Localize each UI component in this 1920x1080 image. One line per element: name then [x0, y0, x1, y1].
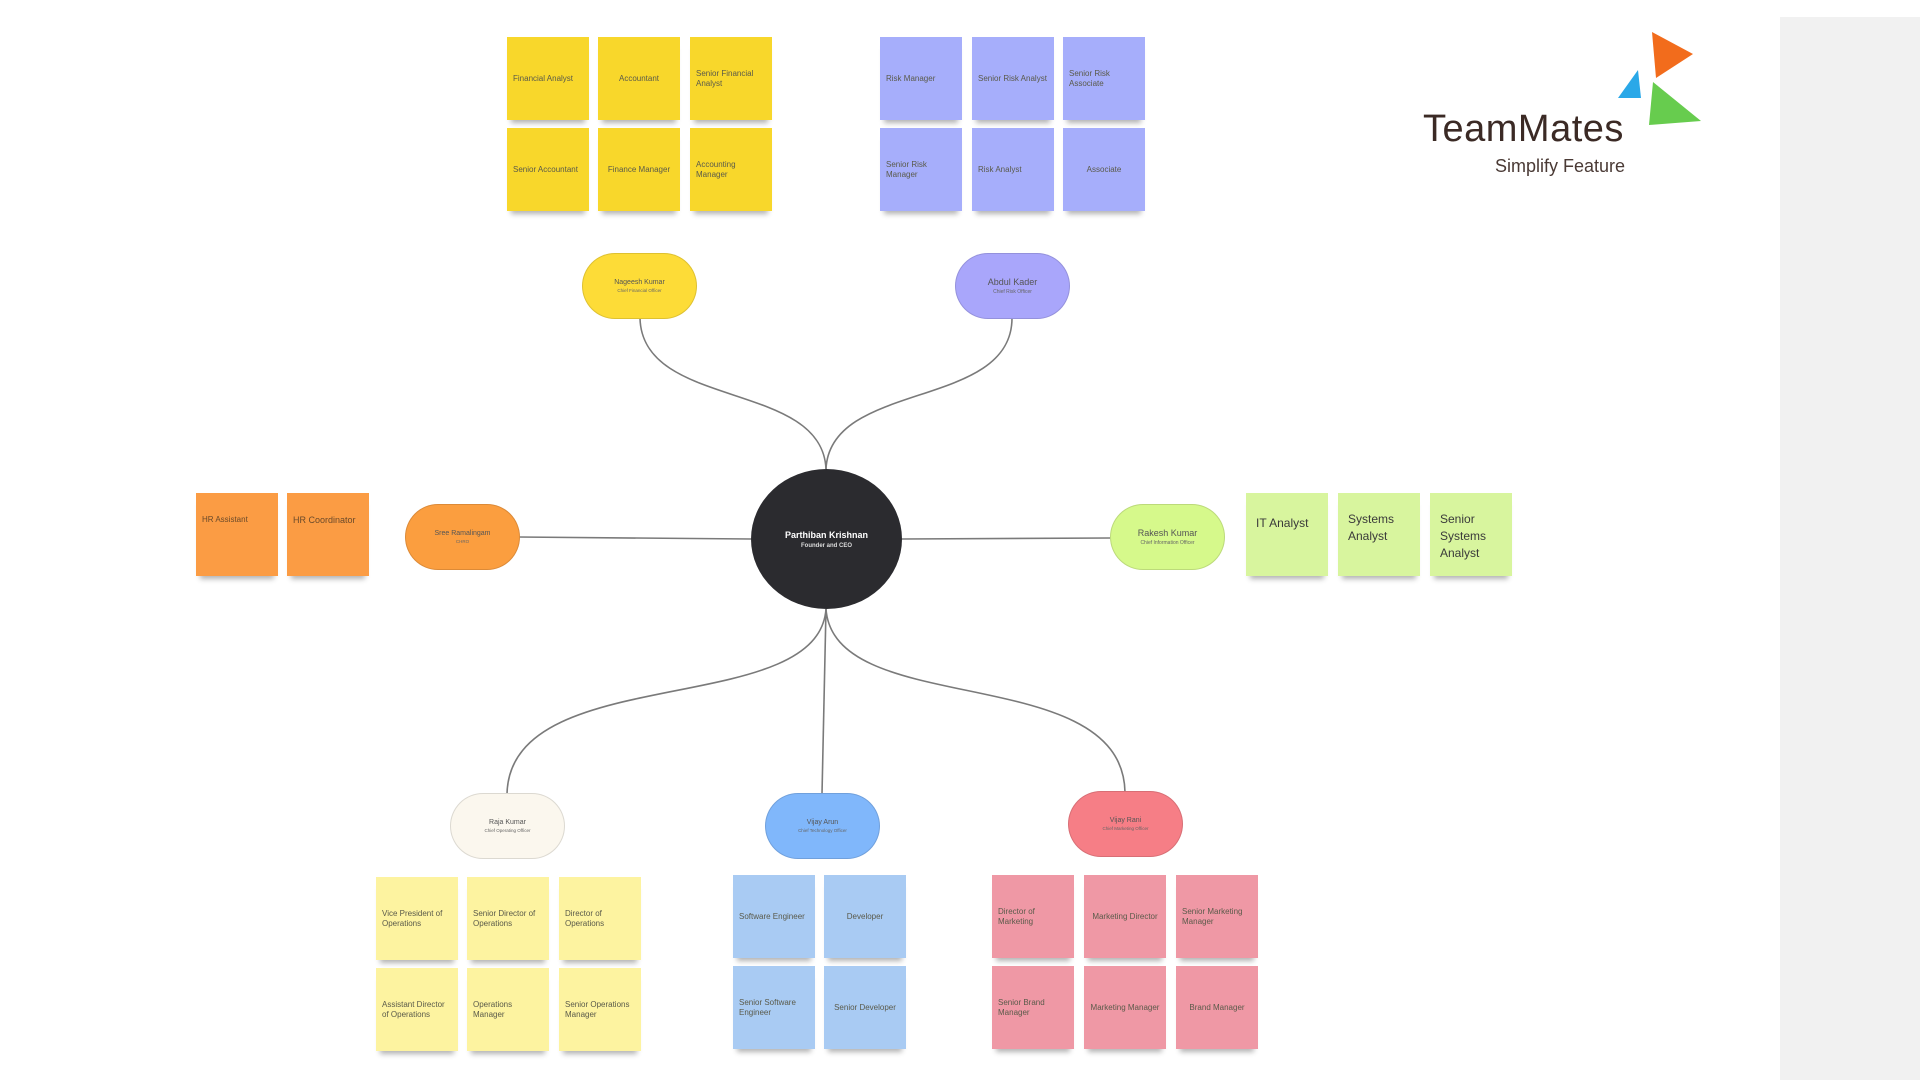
sticky-note[interactable]: Senior Director of Operations [467, 877, 549, 960]
lead-role: Chief Financial Officer [617, 288, 662, 293]
sticky-note[interactable]: Senior Risk Manager [880, 128, 962, 211]
lead-name: Abdul Kader [987, 277, 1038, 288]
sticky-note[interactable]: Director of Marketing [992, 875, 1074, 958]
sticky-note[interactable]: Accountant [598, 37, 680, 120]
connector-technology [821, 608, 827, 795]
lead-node-risk[interactable]: Abdul Kader Chief Risk Officer [955, 253, 1070, 319]
connector-risk [825, 317, 1013, 470]
lead-role: Chief Marketing Officer [1102, 826, 1149, 831]
lead-role: Chief Information Officer [1140, 539, 1195, 546]
logo-subtitle: Simplify Feature [1495, 156, 1626, 176]
lead-node-technology[interactable]: Vijay Arun Chief Technology Officer [765, 793, 880, 859]
lead-name: Rakesh Kumar [1137, 528, 1198, 539]
lead-name: Raja Kumar [489, 818, 526, 826]
sticky-note[interactable]: Senior Accountant [507, 128, 589, 211]
connector-finance [639, 317, 827, 470]
sticky-note[interactable]: Marketing Director [1084, 875, 1166, 958]
connector-operations [506, 608, 827, 795]
sticky-note[interactable]: Software Engineer [733, 875, 815, 958]
sticky-note[interactable]: Senior Marketing Manager [1176, 875, 1258, 958]
sticky-note[interactable]: Associate [1063, 128, 1145, 211]
sticky-note[interactable]: Financial Analyst [507, 37, 589, 120]
lead-name: Vijay Arun [806, 818, 839, 826]
sticky-note[interactable]: Senior Systems Analyst [1430, 493, 1512, 576]
sticky-note[interactable]: Marketing Manager [1084, 966, 1166, 1049]
lead-role: Chief Technology Officer [798, 828, 847, 833]
sticky-note[interactable]: Risk Manager [880, 37, 962, 120]
lead-name: Vijay Rani [1109, 816, 1142, 824]
sticky-note[interactable]: IT Analyst [1246, 493, 1328, 576]
lead-node-marketing[interactable]: Vijay Rani Chief Marketing Officer [1068, 791, 1183, 857]
sticky-note[interactable]: Finance Manager [598, 128, 680, 211]
sticky-note[interactable]: Senior Developer [824, 966, 906, 1049]
ceo-role: Founder and CEO [801, 542, 852, 549]
teammates-logo: TeamMates Simplify Feature [1400, 30, 1710, 190]
sticky-note[interactable]: Director of Operations [559, 877, 641, 960]
sticky-note[interactable]: Operations Manager [467, 968, 549, 1051]
logo-title: TeamMates [1423, 108, 1624, 150]
sticky-note[interactable]: Senior Risk Analyst [972, 37, 1054, 120]
sticky-note[interactable]: Assistant Director of Operations [376, 968, 458, 1051]
lead-node-finance[interactable]: Nageesh Kumar Chief Financial Officer [582, 253, 697, 319]
connector-hr [517, 536, 752, 540]
sticky-note[interactable]: HR Assistant [196, 493, 278, 576]
lead-name: Nageesh Kumar [614, 278, 665, 286]
sticky-note[interactable]: HR Coordinator [287, 493, 369, 576]
sticky-note[interactable]: Accounting Manager [690, 128, 772, 211]
connector-it [901, 537, 1111, 540]
sticky-note[interactable]: Senior Financial Analyst [690, 37, 772, 120]
sticky-note[interactable]: Systems Analyst [1338, 493, 1420, 576]
side-panel [1780, 17, 1920, 1080]
logo-triangles-icon [1618, 32, 1701, 125]
lead-node-operations[interactable]: Raja Kumar Chief Operating Officer [450, 793, 565, 859]
lead-node-hr[interactable]: Sree Ramalingam CHRO [405, 504, 520, 570]
lead-role: Chief Operating Officer [484, 828, 531, 833]
lead-role: Chief Risk Officer [993, 288, 1032, 295]
sticky-note[interactable]: Developer [824, 875, 906, 958]
lead-node-it[interactable]: Rakesh Kumar Chief Information Officer [1110, 504, 1225, 570]
ceo-node[interactable]: Parthiban Krishnan Founder and CEO [751, 469, 902, 609]
lead-name: Sree Ramalingam [434, 529, 491, 537]
sticky-note[interactable]: Senior Brand Manager [992, 966, 1074, 1049]
sticky-note[interactable]: Vice President of Operations [376, 877, 458, 960]
ceo-name: Parthiban Krishnan [784, 529, 868, 540]
sticky-note[interactable]: Senior Operations Manager [559, 968, 641, 1051]
sticky-note[interactable]: Senior Risk Associate [1063, 37, 1145, 120]
connector-marketing [825, 608, 1126, 793]
lead-role: CHRO [455, 539, 470, 544]
sticky-note[interactable]: Senior Software Engineer [733, 966, 815, 1049]
sticky-note[interactable]: Risk Analyst [972, 128, 1054, 211]
sticky-note[interactable]: Brand Manager [1176, 966, 1258, 1049]
